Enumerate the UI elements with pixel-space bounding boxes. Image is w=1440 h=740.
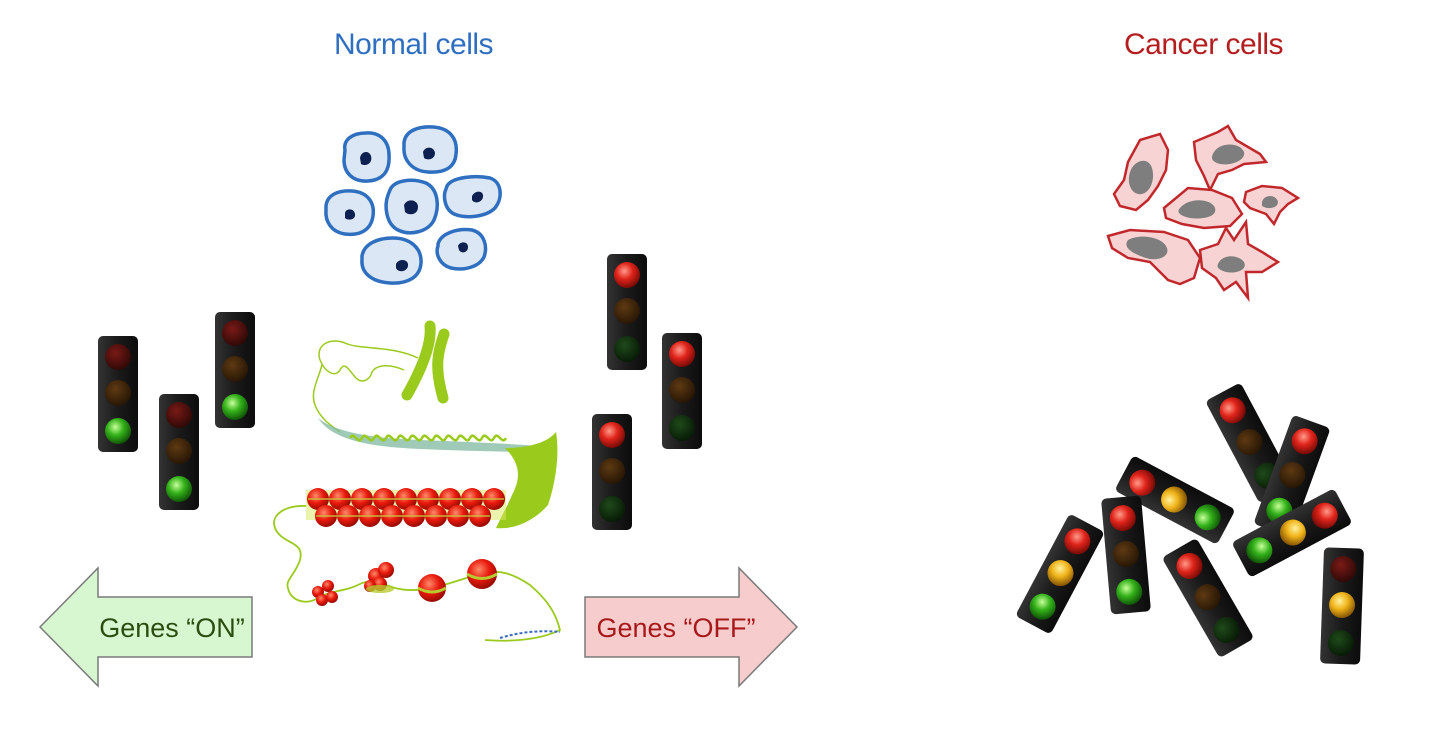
- normal-cell: [402, 125, 459, 174]
- nucleosome-bead-cluster: [312, 562, 394, 606]
- traffic-light-green-icon: [215, 312, 255, 428]
- cancer-cells-cluster: [1106, 124, 1301, 303]
- traffic-light-red-icon: [592, 414, 632, 530]
- normal-cell: [342, 131, 391, 183]
- normal-cells-cluster: [324, 125, 502, 285]
- genes-off-arrow: Genes “OFF”: [584, 566, 799, 688]
- traffic-light-all-on-icon: [1015, 513, 1105, 635]
- traffic-light-green-icon: [159, 394, 199, 510]
- cancer-cell: [1162, 186, 1244, 230]
- normal-cell: [435, 227, 488, 271]
- cancer-cells-title: Cancer cells: [1124, 28, 1284, 61]
- traffic-light-red-icon: [607, 254, 647, 370]
- nucleosome-bead: [417, 574, 447, 602]
- normal-cell: [442, 174, 502, 219]
- traffic-light-red-icon: [662, 333, 702, 449]
- genes-off-label: Genes “OFF”: [596, 613, 755, 643]
- normal-cell: [324, 189, 376, 237]
- cancer-cell: [1242, 184, 1301, 227]
- nucleosome-fiber: [306, 488, 506, 527]
- cancer-cell: [1112, 132, 1170, 212]
- cancer-cell: [1106, 228, 1202, 286]
- chromosome-icon: [401, 320, 450, 404]
- nucleosome-bead: [466, 559, 498, 589]
- chromatin-illustration: [273, 320, 562, 642]
- cancer-cell: [1192, 124, 1269, 193]
- traffic-light-green-icon: [98, 336, 138, 452]
- cancer-cell: [1198, 218, 1281, 303]
- traffic-light-mixed-icon: [1101, 495, 1151, 615]
- normal-cells-title: Normal cells: [334, 28, 494, 61]
- traffic-light-yellow-icon: [1319, 547, 1365, 665]
- traffic-lights-off-group: [592, 254, 702, 530]
- cancer-traffic-lights-group: [1015, 382, 1365, 665]
- genes-on-label: Genes “ON”: [99, 613, 245, 643]
- traffic-lights-on-group: [98, 312, 255, 510]
- normal-cell: [360, 236, 423, 285]
- normal-cell: [384, 178, 440, 235]
- genes-on-arrow: Genes “ON”: [38, 566, 253, 688]
